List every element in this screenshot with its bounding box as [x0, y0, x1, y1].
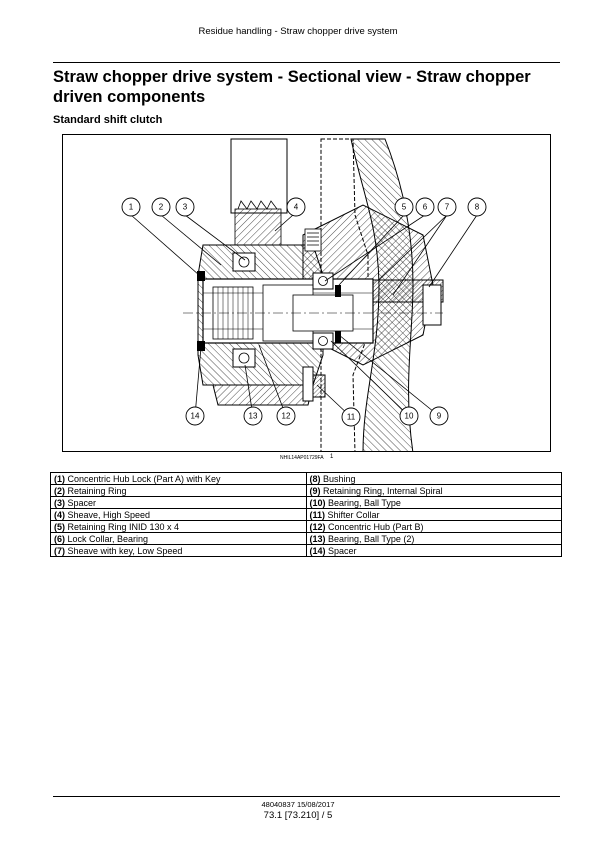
legend-row: (2) Retaining Ring (9) Retaining Ring, I…	[50, 484, 562, 497]
part-description: Concentric Hub Lock (Part A) with Key	[65, 473, 221, 484]
legend-cell: (6) Lock Collar, Bearing	[50, 532, 307, 545]
legend-cell: (8) Bushing	[305, 472, 562, 485]
callout-label-8: 8	[475, 203, 480, 212]
callout-label-3: 3	[183, 203, 188, 212]
legend-cell: (12) Concentric Hub (Part B)	[305, 520, 562, 533]
legend-cell: (14) Spacer	[305, 544, 562, 557]
legend-row: (3) Spacer (10) Bearing, Ball Type	[50, 496, 562, 509]
callout-label-13: 13	[249, 412, 258, 421]
header-rule	[53, 62, 560, 63]
legend-cell: (11) Shifter Collar	[305, 508, 562, 521]
legend-cell: (7) Sheave with key, Low Speed	[50, 544, 307, 557]
part-description: Retaining Ring INID 130 x 4	[65, 521, 180, 532]
legend-cell: (13) Bearing, Ball Type (2)	[305, 532, 562, 545]
part-number: (12)	[309, 521, 326, 532]
part-number: (6)	[54, 533, 65, 544]
callout-12	[276, 406, 296, 426]
figure-code: NHIL14AP01729FA	[280, 455, 324, 461]
footer-rule	[53, 796, 560, 797]
legend-cell: (2) Retaining Ring	[50, 484, 307, 497]
callout-7	[437, 197, 457, 217]
callout-6	[415, 197, 435, 217]
part-description: Sheave with key, Low Speed	[65, 545, 183, 556]
part-description: Bearing, Ball Type	[325, 497, 401, 508]
legend-row: (4) Sheave, High Speed (11) Shifter Coll…	[50, 508, 562, 521]
callout-5	[394, 197, 414, 217]
part-description: Bushing	[320, 473, 356, 484]
part-number: (7)	[54, 545, 65, 556]
legend-cell: (3) Spacer	[50, 496, 307, 509]
running-header: Residue handling - Straw chopper drive s…	[198, 26, 398, 37]
part-number: (10)	[309, 497, 326, 508]
page-reference: 73.1 [73.210] / 5	[263, 810, 333, 821]
part-number: (3)	[54, 497, 65, 508]
part-description: Spacer	[65, 497, 97, 508]
callout-9	[429, 406, 449, 426]
parts-legend-table: (1) Concentric Hub Lock (Part A) with Ke…	[50, 472, 562, 557]
part-number: (1)	[54, 473, 65, 484]
callout-1	[121, 197, 141, 217]
part-number: (11)	[309, 509, 326, 520]
legend-cell: (5) Retaining Ring INID 130 x 4	[50, 520, 307, 533]
legend-cell: (10) Bearing, Ball Type	[305, 496, 562, 509]
callout-label-11: 11	[347, 413, 356, 422]
callout-label-12: 12	[282, 412, 291, 421]
part-description: Retaining Ring	[65, 485, 127, 496]
callout-3	[175, 197, 195, 217]
part-number: (5)	[54, 521, 65, 532]
sectional-view-figure: 1 2 3 4 5 6 7 8 14 13 12 11 10 9	[62, 134, 551, 452]
callout-label-9: 9	[437, 412, 442, 421]
part-number: (14)	[309, 545, 326, 556]
part-number: (9)	[309, 485, 321, 496]
callout-4	[286, 197, 306, 217]
part-description: Spacer	[325, 545, 357, 556]
callout-14	[185, 406, 205, 426]
legend-cell: (9) Retaining Ring, Internal Spiral	[305, 484, 562, 497]
document-id: 48040837 15/08/2017	[261, 800, 335, 809]
callout-11	[341, 407, 361, 427]
callout-10	[399, 406, 419, 426]
part-description: Lock Collar, Bearing	[65, 533, 149, 544]
part-number: (2)	[54, 485, 65, 496]
callout-2	[151, 197, 171, 217]
sectional-view-drawing: 1 2 3 4 5 6 7 8 14 13 12 11 10 9	[121, 138, 487, 451]
part-number: (13)	[309, 533, 326, 544]
callout-label-7: 7	[445, 203, 450, 212]
callout-label-14: 14	[191, 412, 200, 421]
part-description: Sheave, High Speed	[65, 509, 151, 520]
callout-label-5: 5	[402, 203, 407, 212]
callout-8	[467, 197, 487, 217]
callout-label-6: 6	[423, 203, 428, 212]
figure-number: 1	[330, 454, 334, 460]
legend-row: (7) Sheave with key, Low Speed (14) Spac…	[50, 544, 562, 557]
callout-13	[243, 406, 263, 426]
section-subtitle: Standard shift clutch	[53, 114, 163, 126]
legend-row: (6) Lock Collar, Bearing (13) Bearing, B…	[50, 532, 562, 545]
legend-row: (1) Concentric Hub Lock (Part A) with Ke…	[50, 472, 562, 485]
legend-row: (5) Retaining Ring INID 130 x 4 (12) Con…	[50, 520, 562, 533]
part-number: (8)	[309, 473, 321, 484]
callout-label-1: 1	[129, 203, 134, 212]
part-number: (4)	[54, 509, 65, 520]
callout-label-10: 10	[405, 412, 414, 421]
page-title: Straw chopper drive system - Sectional v…	[53, 68, 531, 106]
legend-cell: (4) Sheave, High Speed	[50, 508, 307, 521]
callout-label-4: 4	[294, 203, 299, 212]
part-description: Retaining Ring, Internal Spiral	[320, 485, 443, 496]
part-description: Bearing, Ball Type (2)	[325, 533, 415, 544]
part-description: Shifter Collar	[325, 509, 380, 520]
callout-label-2: 2	[159, 203, 164, 212]
legend-cell: (1) Concentric Hub Lock (Part A) with Ke…	[50, 472, 307, 485]
part-description: Concentric Hub (Part B)	[325, 521, 424, 532]
